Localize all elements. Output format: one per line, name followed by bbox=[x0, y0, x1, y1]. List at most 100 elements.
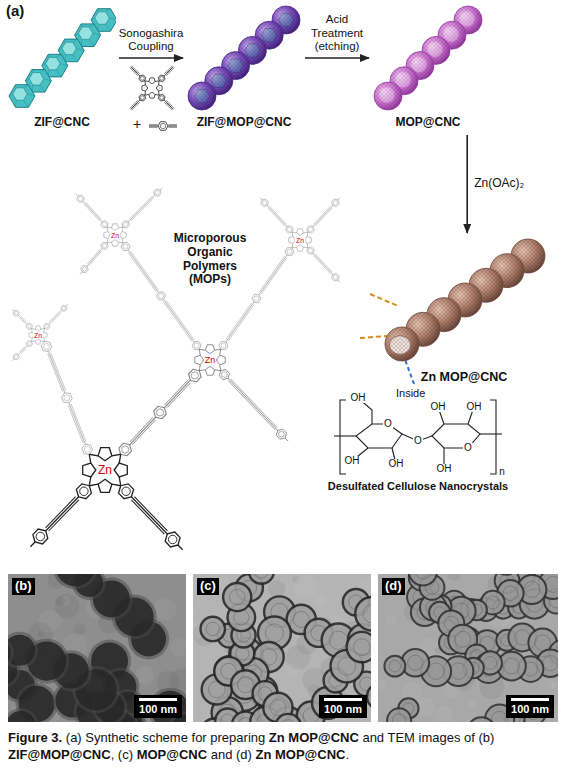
meso-bond bbox=[144, 81, 146, 85]
mop-mesh bbox=[188, 82, 216, 110]
tem-shell-inner bbox=[255, 574, 269, 578]
crystal-edge bbox=[56, 70, 61, 77]
meso-bond bbox=[89, 454, 91, 463]
meso-bond bbox=[292, 232, 296, 234]
zif-core bbox=[278, 13, 293, 26]
meso-bond bbox=[43, 338, 45, 342]
linker-group bbox=[80, 242, 109, 274]
benzene-ring bbox=[119, 484, 134, 499]
tem-hollow-shell bbox=[275, 714, 301, 722]
methyl-bond bbox=[285, 438, 288, 441]
aromatic-circle bbox=[140, 76, 144, 80]
linker-bond bbox=[159, 95, 173, 109]
zif-core bbox=[228, 59, 243, 72]
structure-title: Desulfated Cellulose Nanocrystals bbox=[328, 480, 508, 493]
crystal-edge bbox=[93, 33, 101, 35]
crystal-edge bbox=[15, 100, 17, 107]
reagent-structures bbox=[130, 66, 177, 130]
tem-hollow-shell bbox=[347, 632, 371, 662]
tem-particle bbox=[8, 638, 11, 667]
crystal-edge bbox=[109, 18, 116, 20]
aromatic-circle bbox=[308, 227, 312, 231]
bond bbox=[334, 435, 356, 436]
tem-noise bbox=[447, 574, 461, 581]
crystal-edge bbox=[56, 54, 61, 57]
alkyne-bond bbox=[166, 68, 174, 76]
aromatic-circle bbox=[123, 222, 127, 226]
tem-hollow-shell bbox=[467, 717, 495, 722]
tem-hollow-shell bbox=[409, 574, 438, 585]
rod-illustration bbox=[372, 4, 484, 132]
aromatic-circle bbox=[159, 294, 164, 299]
meso-bond bbox=[89, 484, 98, 486]
porphyrin-core bbox=[195, 345, 225, 375]
pyrrole-ring bbox=[156, 85, 162, 91]
tem-shell-inner bbox=[393, 714, 406, 722]
alkyne-bond bbox=[132, 66, 140, 74]
tem-shell-inner bbox=[281, 720, 295, 722]
tem-hollow-shell bbox=[355, 597, 371, 631]
crystal-face bbox=[79, 27, 93, 39]
benzene-ring bbox=[332, 199, 340, 206]
tem-particle-halo bbox=[8, 708, 39, 722]
benzene-ring bbox=[76, 484, 91, 499]
linker-bond bbox=[14, 311, 32, 329]
alkyne-bond bbox=[48, 354, 63, 392]
benzene-ring bbox=[121, 242, 130, 250]
alkyne-bond bbox=[149, 127, 158, 128]
benzene-ring bbox=[276, 429, 286, 439]
crystal-edge bbox=[9, 94, 13, 96]
meso-bond bbox=[119, 454, 121, 463]
inside-label: Inside bbox=[396, 387, 425, 400]
tem-noise bbox=[552, 681, 558, 689]
meso-bond bbox=[89, 454, 98, 456]
aromatic-circle bbox=[156, 409, 163, 416]
mop-shell bbox=[385, 327, 419, 361]
pyrrole-ring bbox=[114, 463, 127, 477]
methyl-bond bbox=[80, 272, 82, 274]
material-label: ZIF@CNC bbox=[34, 116, 90, 130]
linker-group bbox=[260, 198, 293, 233]
meso-bond bbox=[41, 340, 45, 342]
aromatic-circle bbox=[263, 201, 267, 205]
meso-bond bbox=[112, 454, 121, 456]
mop-mesh bbox=[385, 327, 419, 361]
tem-noise bbox=[468, 700, 476, 708]
methyl-bond bbox=[30, 542, 35, 547]
linker-bond bbox=[44, 341, 89, 454]
crystal-edge bbox=[31, 70, 33, 73]
benzene-ring bbox=[101, 221, 109, 228]
glucose-ring bbox=[356, 424, 402, 448]
alkyne-bond bbox=[228, 305, 254, 341]
alkyne-bond bbox=[165, 66, 173, 74]
alkyne-bond bbox=[19, 346, 25, 352]
alkyne-bond bbox=[169, 127, 178, 128]
atom-label: OH bbox=[430, 402, 447, 412]
aromatic-circle bbox=[64, 395, 70, 401]
meso-bond bbox=[144, 91, 146, 95]
crystal-edge bbox=[15, 85, 17, 88]
alkyne-bond bbox=[149, 124, 158, 125]
metal-label: Zn bbox=[97, 464, 113, 476]
pyrrole-ring bbox=[112, 224, 119, 231]
benzene-ring bbox=[157, 292, 166, 300]
linker-group bbox=[307, 247, 340, 282]
benzene-ring bbox=[13, 354, 19, 360]
pyrrole-ring bbox=[305, 237, 312, 244]
meso-bond bbox=[292, 232, 294, 236]
linker-group bbox=[307, 198, 340, 233]
orange-dash bbox=[370, 294, 398, 306]
linker-group bbox=[76, 194, 108, 228]
crystal-edge bbox=[91, 18, 95, 20]
tem-noise bbox=[56, 596, 66, 606]
scale-bar bbox=[511, 698, 549, 701]
benzene-ring bbox=[158, 75, 165, 82]
tem-shell-inner bbox=[503, 586, 518, 601]
linker-group bbox=[44, 304, 68, 329]
tem-noise bbox=[294, 575, 317, 598]
alkyne-bond bbox=[167, 383, 190, 408]
crystal-edge bbox=[40, 70, 45, 73]
alkyne-bond bbox=[314, 206, 331, 224]
aromatic-circle bbox=[14, 311, 17, 314]
